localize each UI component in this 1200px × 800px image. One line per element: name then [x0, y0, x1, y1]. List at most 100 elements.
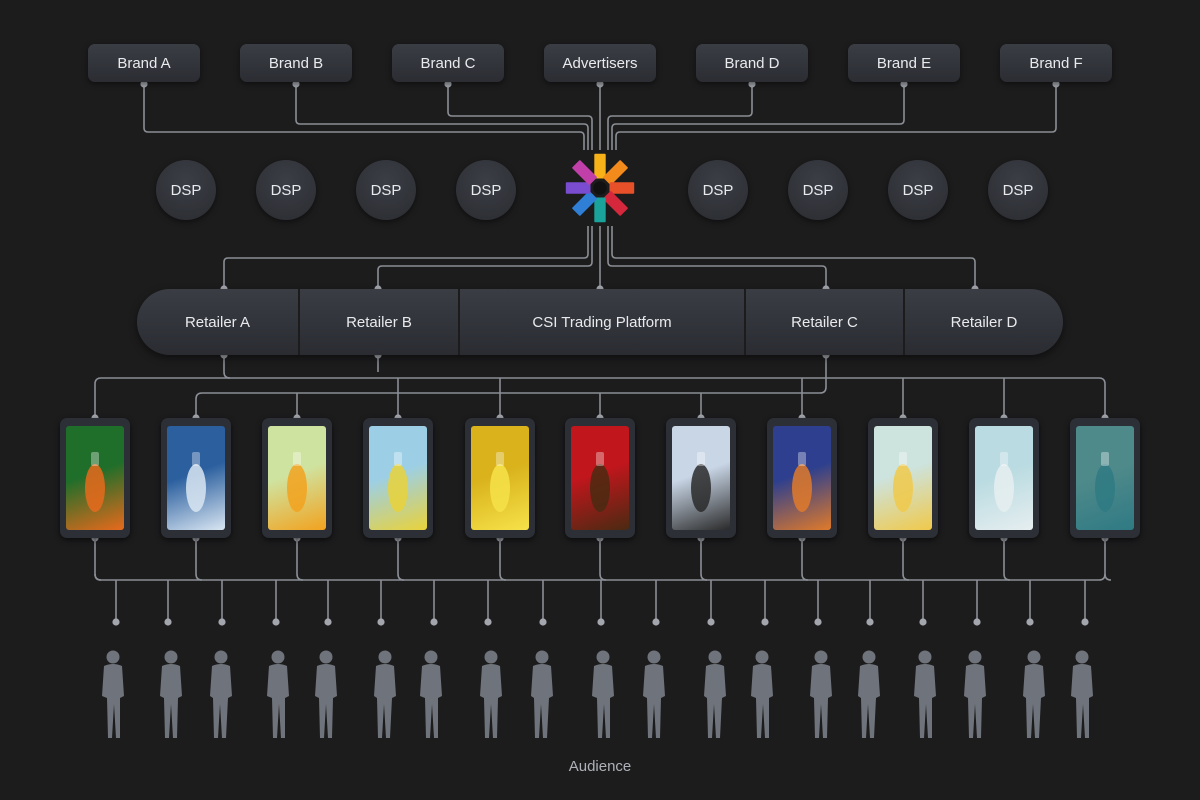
retailer-c-segment[interactable]: Retailer C	[791, 313, 858, 331]
brand-node-e[interactable]: Brand E	[848, 44, 960, 82]
retailer-a-segment[interactable]: Retailer A	[184, 313, 251, 331]
connector-dot	[814, 618, 822, 626]
person-silhouette-icon	[858, 650, 880, 738]
connector-line	[195, 355, 827, 418]
audience-label: Audience	[568, 758, 632, 775]
dsp-node[interactable]: DSP	[256, 160, 316, 220]
red-sauce-bottle-ad-icon	[571, 426, 629, 530]
connector-dot	[652, 618, 660, 626]
dsp-node[interactable]: DSP	[456, 160, 516, 220]
digital-screen[interactable]	[565, 418, 635, 538]
connector-dot	[218, 618, 226, 626]
digital-screen[interactable]	[969, 418, 1039, 538]
person-silhouette-icon	[643, 650, 665, 738]
digital-screen[interactable]	[465, 418, 535, 538]
person-silhouette-icon	[480, 650, 502, 738]
digital-screen[interactable]	[60, 418, 130, 538]
dsp-node[interactable]: DSP	[156, 160, 216, 220]
orange-juice-ad-icon	[268, 426, 326, 530]
dsp-node[interactable]: DSP	[888, 160, 948, 220]
connector-line	[295, 84, 589, 150]
person-silhouette-icon	[267, 650, 289, 738]
yellow-spiral-ad-icon	[471, 426, 529, 530]
cookie-ad-icon	[672, 426, 730, 530]
dsp-node[interactable]: DSP	[688, 160, 748, 220]
connector-dot	[112, 618, 120, 626]
person-silhouette-icon	[210, 650, 232, 738]
connector-line	[94, 377, 230, 418]
connector-dot	[761, 618, 769, 626]
connector-line	[1104, 538, 1112, 581]
connector-dot	[484, 618, 492, 626]
person-silhouette-icon	[160, 650, 182, 738]
connector-line	[1003, 538, 1011, 581]
connector-line	[223, 226, 589, 289]
brand-node-a[interactable]: Brand A	[88, 44, 200, 82]
dsp-node[interactable]: DSP	[356, 160, 416, 220]
connector-line	[599, 538, 607, 581]
skincare-bottles-ad-icon	[975, 426, 1033, 530]
brand-node-f[interactable]: Brand F	[1000, 44, 1112, 82]
connector-line	[499, 538, 507, 581]
csi-trading-platform-segment[interactable]: CSI Trading Platform	[532, 313, 672, 331]
connector-dot	[140, 80, 148, 88]
connector-line	[607, 226, 827, 289]
retailer-b-segment[interactable]: Retailer B	[346, 313, 412, 331]
brand-node-c[interactable]: Brand C	[392, 44, 504, 82]
digital-screen[interactable]	[363, 418, 433, 538]
connector-dot	[272, 618, 280, 626]
segment-divider	[903, 289, 905, 355]
connector-line	[611, 226, 976, 289]
connector-line	[94, 573, 1106, 581]
connector-dot	[707, 618, 715, 626]
retailer-d-segment[interactable]: Retailer D	[950, 313, 1018, 331]
segment-divider	[744, 289, 746, 355]
digital-screen[interactable]	[868, 418, 938, 538]
person-silhouette-icon	[592, 650, 614, 738]
connector-dot	[919, 618, 927, 626]
connector-line	[615, 84, 1057, 150]
blue-perfume-ad-icon	[773, 426, 831, 530]
connector-line	[397, 538, 405, 581]
connector-dot	[973, 618, 981, 626]
connector-dot	[292, 80, 300, 88]
citrus-tree-bottle-ad-icon	[369, 426, 427, 530]
connector-dot	[444, 80, 452, 88]
person-silhouette-icon	[1023, 650, 1045, 738]
connector-dot	[377, 618, 385, 626]
connector-line	[143, 84, 585, 150]
segment-divider	[458, 289, 460, 355]
connector-dot	[1052, 80, 1060, 88]
trading-platform-bar: Retailer A Retailer B CSI Trading Platfo…	[137, 289, 1063, 355]
connector-line	[700, 538, 708, 581]
person-silhouette-icon	[1071, 650, 1093, 738]
connector-dot	[866, 618, 874, 626]
brand-node-d[interactable]: Brand D	[696, 44, 808, 82]
connector-dot	[1026, 618, 1034, 626]
brand-node-b[interactable]: Brand B	[240, 44, 352, 82]
connector-line	[447, 84, 593, 150]
digital-screen[interactable]	[161, 418, 231, 538]
advertisers-node[interactable]: Advertisers	[544, 44, 656, 82]
person-silhouette-icon	[420, 650, 442, 738]
digital-screen[interactable]	[767, 418, 837, 538]
connector-line	[223, 355, 1106, 418]
dsp-node[interactable]: DSP	[988, 160, 1048, 220]
digital-screen[interactable]	[1070, 418, 1140, 538]
digital-screen[interactable]	[262, 418, 332, 538]
digital-screen[interactable]	[666, 418, 736, 538]
connector-dot	[539, 618, 547, 626]
person-silhouette-icon	[810, 650, 832, 738]
person-silhouette-icon	[315, 650, 337, 738]
connector-line	[902, 538, 910, 581]
person-silhouette-icon	[751, 650, 773, 738]
dsp-node[interactable]: DSP	[788, 160, 848, 220]
connector-line	[607, 84, 753, 150]
person-silhouette-icon	[374, 650, 396, 738]
flower-bottle-ad-icon	[66, 426, 124, 530]
connector-dot	[748, 80, 756, 88]
person-silhouette-icon	[964, 650, 986, 738]
connector-line	[801, 538, 809, 581]
connector-dot	[596, 80, 604, 88]
